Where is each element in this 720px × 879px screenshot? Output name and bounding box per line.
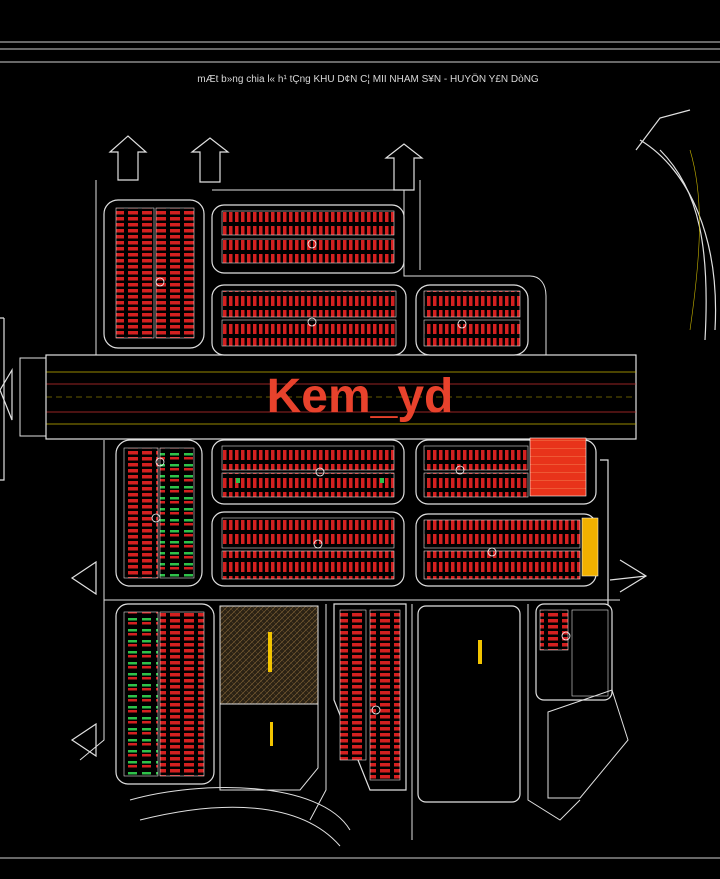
- north-arrow-icon: [108, 135, 424, 191]
- block-north-central-top: [211, 204, 405, 274]
- road-arrow-icon: [70, 560, 97, 758]
- watermark-text: Kem_yd: [267, 370, 454, 423]
- north-road-network: [95, 180, 547, 355]
- south-road-network: [79, 440, 620, 847]
- lot-number-marker-icon: [151, 239, 571, 715]
- road-arrow-icon: [0, 317, 13, 481]
- block-south-central-1: [211, 439, 405, 505]
- drawing-frame: [0, 41, 720, 859]
- highlighted-strip: [581, 517, 599, 577]
- block-north-east: [415, 284, 529, 356]
- curved-road-northeast: [635, 109, 717, 341]
- highlighted-lots: [529, 437, 587, 497]
- block-south-west-3: [115, 603, 215, 785]
- block-north-west: [103, 199, 205, 349]
- block-south-central-2: [211, 511, 405, 587]
- road-arrow-icon: [600, 459, 648, 612]
- block-south-center-3: [333, 603, 407, 791]
- block-south-east-3: [417, 603, 629, 803]
- main-boulevard: [19, 354, 637, 440]
- block-south-east-1: [415, 437, 597, 505]
- park-area: [219, 605, 319, 791]
- block-south-west-1: [115, 439, 203, 587]
- block-north-central-bottom: [211, 284, 407, 356]
- block-south-east-2: [415, 513, 599, 587]
- drawing-title: mÆt b»ng chia l« h¹ tÇng KHU D¢N C¦ MII …: [197, 73, 539, 85]
